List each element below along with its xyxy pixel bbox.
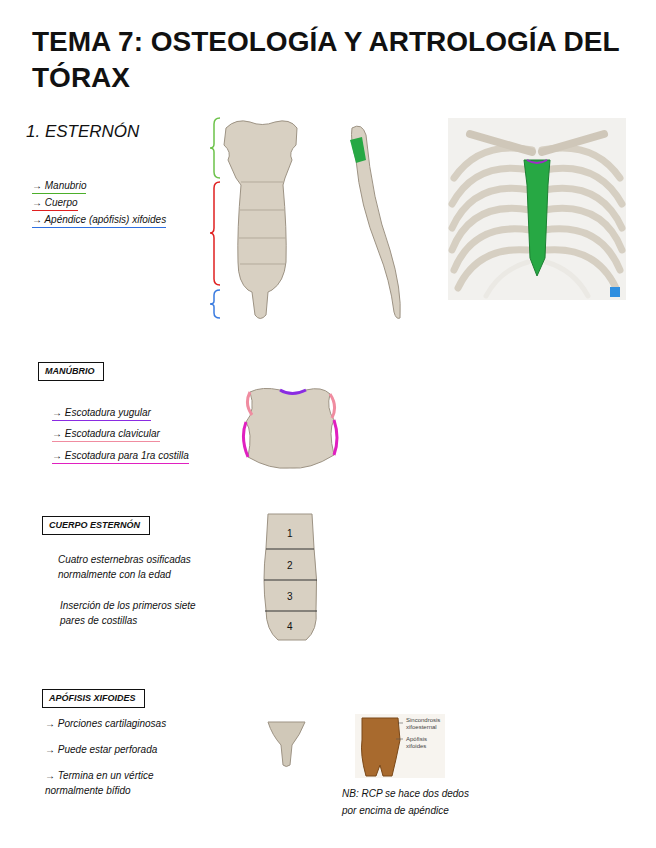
clavicular-notch <box>247 392 334 418</box>
part-item: → Cuerpo <box>32 195 78 211</box>
ribs <box>452 148 622 288</box>
notch-item: → Escotadura para 1ra costilla <box>52 448 189 464</box>
note-text: Cuatro esternebras osificadas normalment… <box>58 552 208 582</box>
section-heading: MANÚBRIO <box>45 365 97 378</box>
clavicles <box>470 134 604 152</box>
part-item: → Manubrio <box>32 178 86 194</box>
section-box: CUERPO ESTERNÓN <box>42 516 150 535</box>
manubrium-highlight <box>350 137 366 163</box>
section-heading: CUERPO ESTERNÓN <box>49 519 143 532</box>
leader-lines <box>396 723 403 739</box>
callout-number: 2 <box>287 558 293 573</box>
footnote: NB: RCP se hace dos dedos por encima de … <box>342 785 470 819</box>
notch-item: → Escotadura yugular <box>52 405 151 421</box>
photo-label: Apófisis xifoides <box>406 736 444 750</box>
part-item: → Apéndice (apófisis) xifoides <box>32 212 166 228</box>
corner-icon <box>610 287 620 297</box>
xiphoid <box>268 722 305 767</box>
feature-item: → Puede estar perforada <box>45 742 157 757</box>
section-box: APÓFISIS XIFOIDES <box>42 689 145 708</box>
sternum-anterior <box>224 121 297 319</box>
bracket-green <box>210 118 220 178</box>
feature-item: → Termina en un vértice normalmente bífi… <box>45 768 170 798</box>
callout-number: 1 <box>287 526 293 541</box>
manubrium <box>246 388 334 468</box>
feature-item: → Porciones cartilaginosas <box>45 716 166 731</box>
photo-label: Sincondrosis xifoesternal <box>406 717 444 731</box>
xiphoid-photo <box>362 718 401 776</box>
jugular-notch <box>280 390 306 394</box>
ribcage-ground <box>448 118 626 300</box>
notch-item: → Escotadura clavicular <box>52 426 160 442</box>
note-text: Inserción de los primeros siete pares de… <box>60 598 210 628</box>
bracket-red <box>210 182 220 285</box>
callout-number: 4 <box>287 619 293 634</box>
first-rib-notch <box>243 420 337 457</box>
section-box: MANÚBRIO <box>38 362 104 381</box>
photo-ground <box>355 714 445 778</box>
sternebra-lines <box>264 549 317 611</box>
sternum-segments <box>239 182 286 264</box>
page-title: TEMA 7: OSTEOLOGÍA Y ARTROLOGÍA DEL TÓRA… <box>32 24 642 96</box>
jugular-notch-mark <box>527 160 547 163</box>
sternum-highlight <box>524 160 550 276</box>
section-heading: APÓFISIS XIFOIDES <box>49 692 138 705</box>
callout-number: 3 <box>287 589 293 604</box>
bracket-blue <box>210 290 220 318</box>
section-title: 1. ESTERNÓN <box>26 124 139 139</box>
sternum-body <box>264 514 317 640</box>
